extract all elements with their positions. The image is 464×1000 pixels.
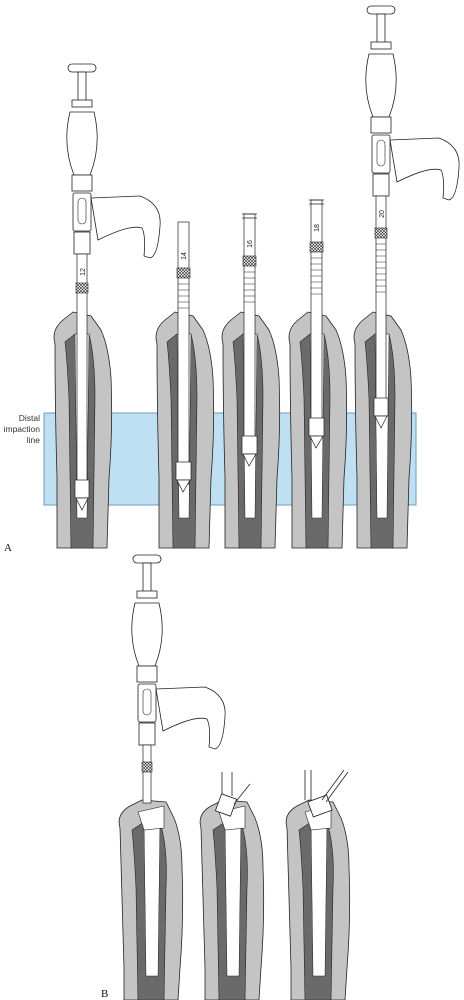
impactor-handle-b xyxy=(131,554,226,750)
femur-b2 xyxy=(199,799,265,1000)
neck-inserter-b2 xyxy=(214,772,251,817)
size-label-14: 14 xyxy=(181,252,188,260)
size-label-20: 20 xyxy=(379,210,386,218)
size-label-12: 12 xyxy=(80,268,87,276)
reamer-rod-a3 xyxy=(241,213,258,467)
reamer-rod-a2 xyxy=(175,221,192,493)
reamer-rod-a1 xyxy=(74,253,90,511)
femur-b3 xyxy=(285,799,351,1000)
zone-label-line2: impaction xyxy=(4,424,41,434)
impactor-handle-a1 xyxy=(66,63,161,259)
size-label-16: 16 xyxy=(247,240,254,248)
zone-label-line1: Distal xyxy=(19,413,40,423)
reamer-rod-a4 xyxy=(308,199,325,449)
neck-inserter-b3 xyxy=(304,769,349,818)
reamer-rod-a5 xyxy=(373,195,389,429)
femur-a5 xyxy=(353,311,413,549)
stem-impactor-rod-b1 xyxy=(141,744,153,804)
size-label-18: 18 xyxy=(314,224,321,232)
panel-label-a: A xyxy=(4,542,12,554)
impactor-handle-a5 xyxy=(365,5,460,201)
zone-label-line3: line xyxy=(27,435,41,445)
panel-label-b: B xyxy=(101,988,108,1000)
femur-b1 xyxy=(118,799,184,1000)
